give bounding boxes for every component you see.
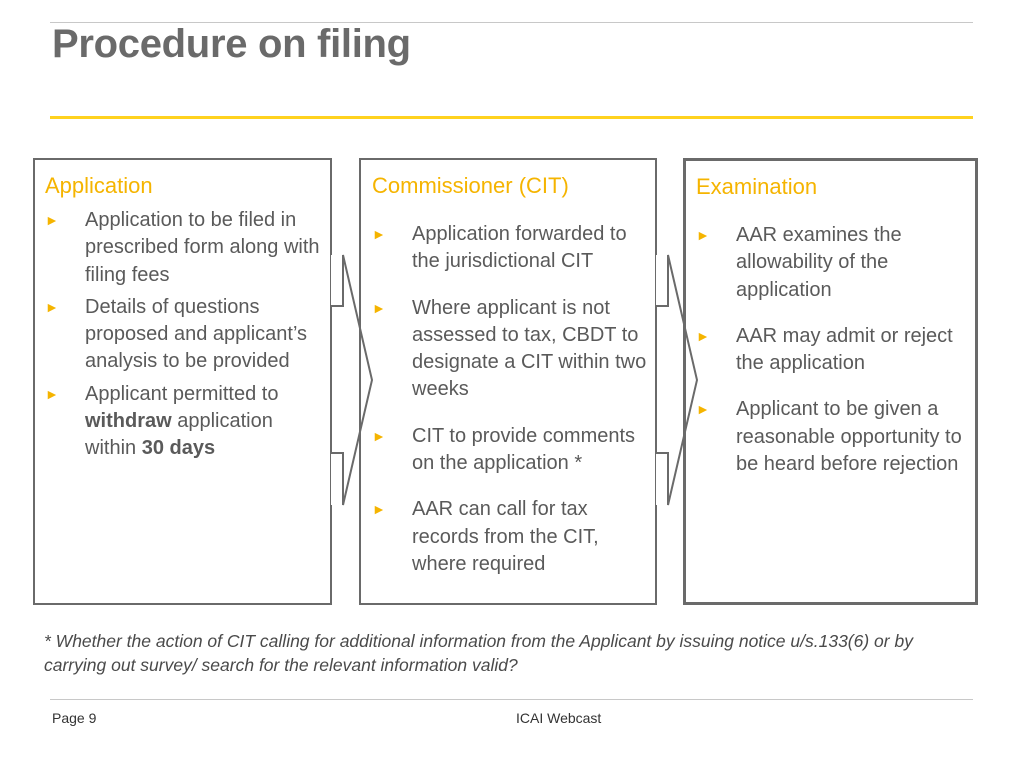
chevron-arrow-icon bbox=[656, 254, 699, 506]
bullet-text: AAR examines the allowability of the app… bbox=[736, 224, 902, 301]
bullet-item: ► Application forwarded to the jurisdicti… bbox=[372, 221, 655, 276]
bullet-text: Details of questions proposed and applic… bbox=[85, 295, 308, 373]
bullet-arrow-icon: ► bbox=[45, 385, 59, 402]
footnote: * Whether the action of CIT calling for … bbox=[44, 631, 913, 675]
bullet-list: ► Application forwarded to the jurisdicti… bbox=[372, 221, 655, 597]
bullet-arrow-icon: ► bbox=[696, 227, 710, 243]
page-number: Page 9 bbox=[52, 710, 97, 726]
bullet-item: ► Applicant permitted to withdraw applica… bbox=[45, 381, 325, 463]
bullet-emphasis: withdraw bbox=[85, 410, 172, 433]
bullet-list: ► AAR examines the allowability of the ap… bbox=[696, 222, 981, 497]
column-application: Application ► Application to be filed in … bbox=[33, 158, 332, 605]
column-commissioner: Commissioner (CIT) ► Application forwarde… bbox=[359, 158, 657, 605]
bullet-arrow-icon: ► bbox=[696, 327, 710, 344]
bullet-text: AAR can call for tax records from the CI… bbox=[412, 498, 599, 575]
bullet-text: AAR may admit or reject the application bbox=[736, 324, 953, 375]
bullet-arrow-icon: ► bbox=[372, 226, 386, 242]
footer-rule bbox=[50, 699, 973, 700]
title-underline bbox=[50, 116, 973, 119]
bullet-text: Where applicant is not assessed to tax, … bbox=[412, 296, 647, 401]
bullet-text: Applicant to be given a reasonable oppor… bbox=[736, 398, 962, 476]
bullet-arrow-icon: ► bbox=[372, 427, 386, 444]
bullet-item: ► AAR may admit or reject the application bbox=[696, 323, 981, 378]
bullet-arrow-icon: ► bbox=[372, 299, 386, 316]
bullet-emphasis: 30 days bbox=[141, 437, 216, 460]
column-heading: Commissioner (CIT) bbox=[372, 173, 569, 198]
bullet-item: ► Where applicant is not assessed to tax,… bbox=[372, 295, 655, 404]
bullet-item: ► CIT to provide comments on the applicat… bbox=[372, 423, 655, 478]
bullet-arrow-icon: ► bbox=[696, 401, 710, 418]
bullet-item: ► Applicant to be given a reasonable oppo… bbox=[696, 396, 981, 478]
column-heading: Examination bbox=[696, 174, 818, 199]
bullet-item: ► AAR can call for tax records from the C… bbox=[372, 496, 655, 578]
bullet-text: Application to be filed in prescribed fo… bbox=[85, 209, 320, 286]
bullet-item: ► AAR examines the allowability of the ap… bbox=[696, 222, 981, 304]
column-heading: Application bbox=[45, 173, 153, 198]
bullet-arrow-icon: ► bbox=[372, 501, 386, 518]
bullet-text: application within bbox=[85, 410, 273, 460]
bullet-arrow-icon: ► bbox=[45, 212, 59, 228]
chevron-arrow-icon bbox=[331, 254, 374, 506]
column-examination: Examination ► AAR examines the allowabili… bbox=[683, 158, 978, 605]
footer-title: ICAI Webcast bbox=[516, 710, 602, 726]
bullet-text: Application forwarded to the jurisdictio… bbox=[412, 223, 627, 273]
bullet-item: ► Details of questions proposed and appli… bbox=[45, 294, 325, 376]
bullet-arrow-icon: ► bbox=[45, 298, 59, 315]
bullet-text: Applicant permitted to bbox=[85, 382, 279, 405]
top-rule bbox=[50, 22, 973, 23]
bullet-item: ► Application to be filed in prescribed f… bbox=[45, 207, 325, 289]
bullet-text: CIT to provide comments on the applicati… bbox=[412, 424, 636, 475]
slide-title: Procedure on filing bbox=[52, 22, 411, 66]
bullet-list: ► Application to be filed in prescribed f… bbox=[45, 207, 325, 468]
